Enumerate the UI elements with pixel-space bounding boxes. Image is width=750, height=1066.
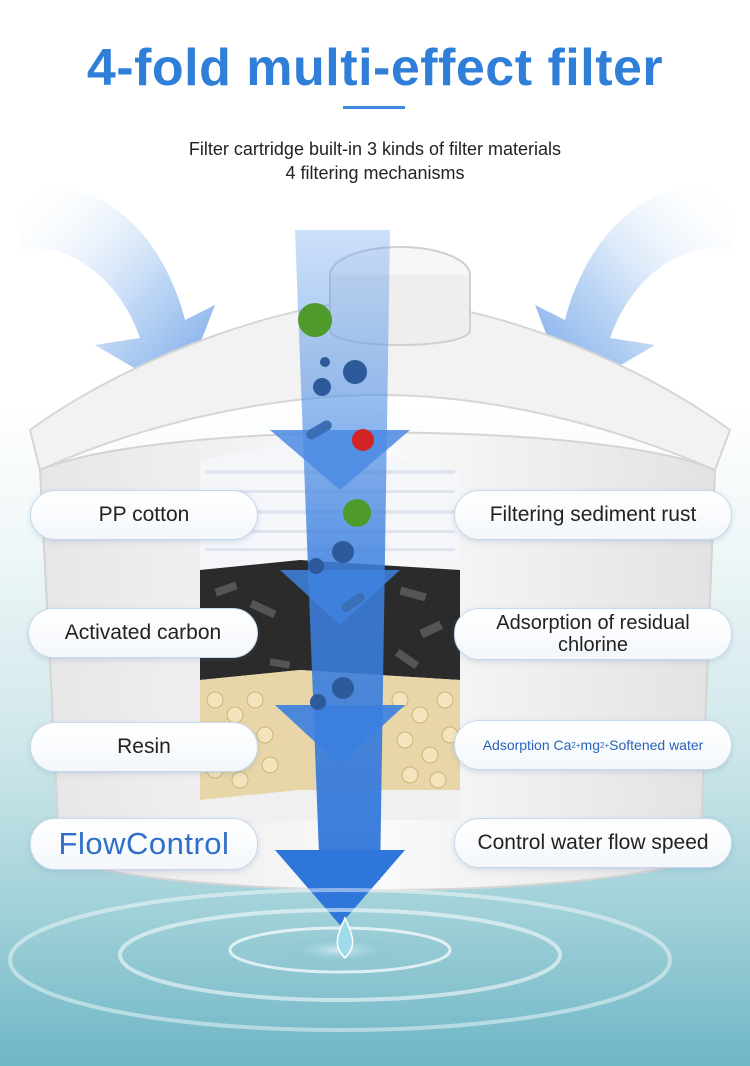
- ripple-inner: [228, 926, 452, 974]
- blue-virus-icon: [332, 677, 354, 699]
- blue-virus-icon: [308, 558, 324, 574]
- effect-label-flow-speed: Control water flow speed: [454, 818, 732, 868]
- layer-label-resin: Resin: [30, 722, 258, 772]
- subtitle-line-2: 4 filtering mechanisms: [285, 163, 465, 183]
- title-underline: [343, 106, 405, 109]
- contaminants: [298, 303, 374, 710]
- mg-charge: 2+: [600, 740, 610, 750]
- bacteria-icon: [341, 592, 365, 612]
- blue-virus-icon: [313, 378, 331, 396]
- right-inflow-arrow: [535, 187, 730, 395]
- layer-label-flow-control: FlowControl: [30, 818, 258, 870]
- red-particle-icon: [352, 429, 374, 451]
- layer-label-activated-carbon: Activated carbon: [28, 608, 258, 658]
- water-drop-icon: [336, 916, 354, 960]
- page-title: 4-fold multi-effect filter: [86, 39, 664, 97]
- flow-arrowhead-4: [275, 850, 405, 925]
- effect-label-residual-chlorine: Adsorption of residual chlorine: [454, 608, 732, 660]
- blue-virus-icon: [320, 357, 330, 367]
- flow-arrowhead-2: [280, 570, 400, 625]
- subtitle-line-1: Filter cartridge built-in 3 kinds of fil…: [188, 139, 562, 159]
- ripple-outer: [8, 888, 672, 1032]
- softened-prefix: Adsorption Ca: [482, 737, 572, 753]
- flow-arrowhead-3: [275, 705, 405, 765]
- bacteria-icon: [306, 420, 332, 440]
- green-virus-icon: [343, 499, 371, 527]
- flow-arrowhead-1: [270, 430, 410, 490]
- softened-mid: mg: [580, 737, 600, 753]
- layer-label-pp-cotton: PP cotton: [30, 490, 258, 540]
- effect-label-filtering-sediment: Filtering sediment rust: [454, 490, 732, 540]
- ripple-mid: [118, 908, 562, 1002]
- green-virus-icon: [298, 303, 332, 337]
- blue-virus-icon: [343, 360, 367, 384]
- softened-suffix: Softened water: [609, 737, 704, 753]
- blue-virus-icon: [310, 694, 326, 710]
- left-inflow-arrow: [20, 187, 215, 395]
- ca-charge: 2+: [571, 740, 581, 750]
- subtitle: Filter cartridge built-in 3 kinds of fil…: [0, 137, 750, 185]
- blue-virus-icon: [332, 541, 354, 563]
